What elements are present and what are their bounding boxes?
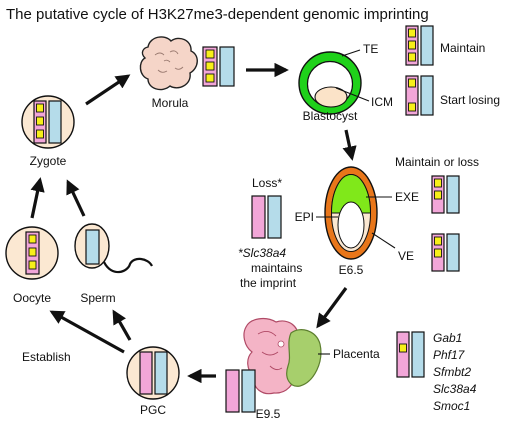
gene-smoc1: Smoc1: [433, 399, 470, 413]
zygote-cell: [21, 95, 75, 149]
icm-leader-line: [335, 87, 370, 102]
placenta-chromosome-pair: [396, 331, 425, 378]
ve-chromosome-pair: [431, 233, 460, 272]
ve-label: VE: [398, 249, 414, 263]
gene-slc38a4: Slc38a4: [433, 382, 477, 396]
slc38a4-note-line3: the imprint: [240, 276, 297, 290]
morula-label: Morula: [152, 96, 189, 110]
epi-chromosome-pair: [251, 195, 282, 239]
arrow-sperm-to-zygote: [66, 179, 86, 217]
te-chromosome-pair: [405, 25, 434, 66]
e95-chromosome-pair: [225, 369, 256, 413]
e65-egg-cylinder: [324, 166, 378, 260]
slc38a4-note-line1: *Slc38a4: [238, 246, 286, 260]
sperm-label: Sperm: [80, 291, 115, 305]
placenta-label: Placenta: [333, 347, 380, 361]
e65-status-maintain-or-loss: Maintain or loss: [395, 155, 479, 169]
arrow-zygote-to-morula: [85, 74, 131, 106]
epi-label: EPI: [295, 210, 314, 224]
placenta-gene-list: Gab1 Phf17 Sfmbt2 Slc38a4 Smoc1: [433, 331, 477, 413]
icm-status-start-losing: Start losing: [440, 93, 500, 107]
establish-label: Establish: [22, 350, 71, 364]
zygote-label: Zygote: [30, 154, 67, 168]
diagram-title: The putative cycle of H3K27me3-dependent…: [6, 6, 429, 23]
oocyte-label: Oocyte: [13, 291, 51, 305]
oocyte-cell: [5, 226, 59, 280]
te-status-maintain: Maintain: [440, 41, 485, 55]
gene-phf17: Phf17: [433, 348, 466, 362]
icm-label: ICM: [371, 95, 393, 109]
slc38a4-note-line2: maintains: [251, 261, 302, 275]
e65-label: E6.5: [339, 263, 364, 277]
morula-chromosome-pair: [202, 46, 235, 87]
cycle-arrows: [30, 62, 357, 384]
te-leader-line: [341, 49, 361, 57]
e95-label: E9.5: [256, 407, 281, 421]
blastocyst-label: Blastocyst: [303, 109, 358, 123]
exe-chromosome-pair: [431, 175, 460, 214]
exe-label: EXE: [395, 190, 419, 204]
icm-chromosome-pair: [405, 75, 434, 116]
e95-embryo-illustration: [243, 317, 322, 395]
blastocyst: [298, 51, 362, 115]
gene-sfmbt2: Sfmbt2: [433, 365, 471, 379]
pgc-label: PGC: [140, 403, 166, 417]
te-label: TE: [363, 42, 378, 56]
gene-gab1: Gab1: [433, 331, 462, 345]
arrow-pgc-to-oocyte: [49, 310, 125, 354]
sperm-cell: [74, 223, 153, 274]
arrow-e65-to-e95: [316, 287, 348, 329]
arrow-oocyte-to-zygote: [30, 177, 45, 219]
morula-cell-cluster: [139, 36, 198, 91]
ve-leader-line: [371, 232, 396, 249]
arrow-pgc-to-sperm: [112, 309, 132, 341]
arrow-blastocyst-to-e65: [342, 129, 357, 161]
pgc-cell: [126, 346, 180, 400]
epi-status-loss: Loss*: [252, 176, 282, 190]
